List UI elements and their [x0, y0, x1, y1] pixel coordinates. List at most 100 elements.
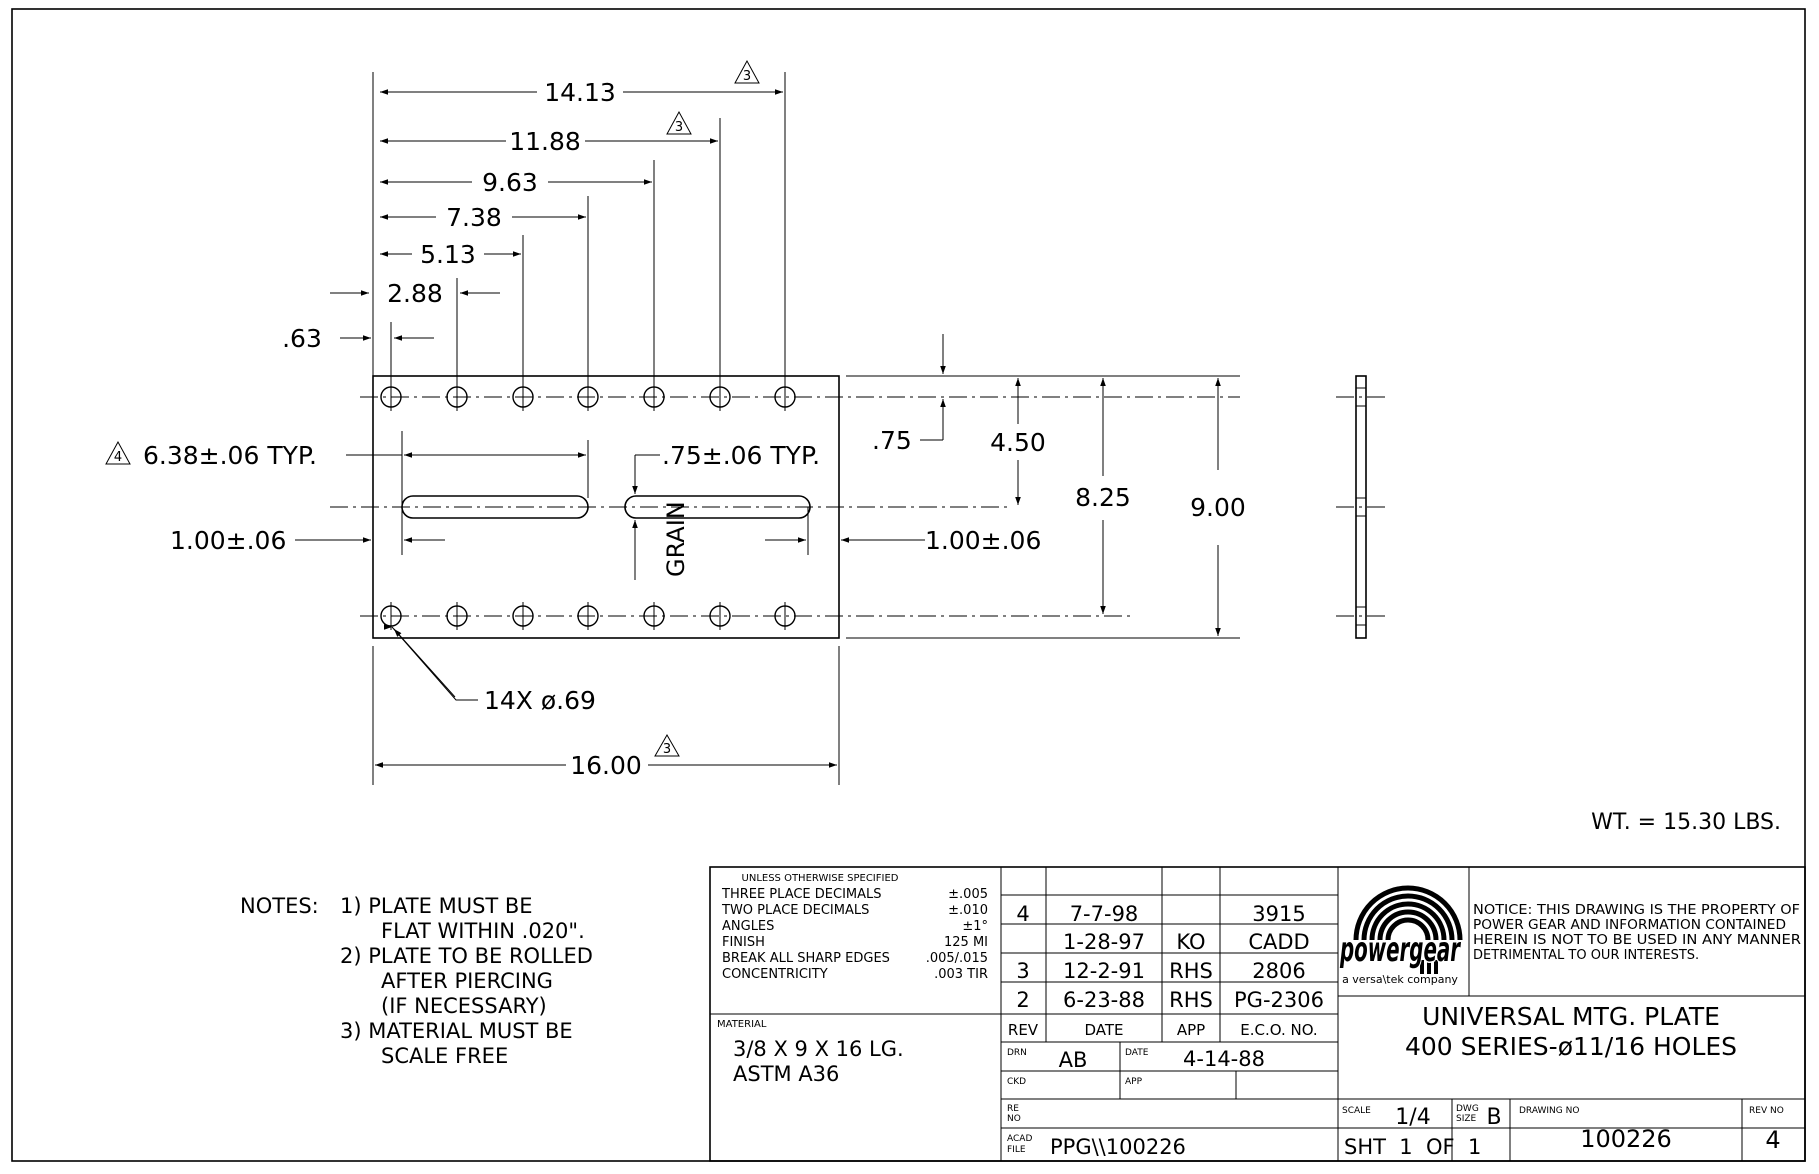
- drawing-no-value: 100226: [1580, 1125, 1672, 1153]
- company-block: powergear a versa\tek company NOTICE: TH…: [1338, 885, 1801, 986]
- rev-header-date: DATE: [1084, 1021, 1123, 1039]
- rev-marker-3-a: 3: [743, 69, 751, 84]
- dim-slot-width: .75±.06 TYP.: [662, 441, 820, 470]
- tol-value-3: 125 MI: [944, 935, 988, 950]
- title-line-1: UNIVERSAL MTG. PLATE: [1422, 1002, 1720, 1031]
- tol-label-4: BREAK ALL SHARP EDGES: [722, 951, 890, 966]
- rev-header-eco: E.C.O. NO.: [1240, 1021, 1317, 1039]
- rev-row-3-date: 6-23-88: [1063, 988, 1145, 1012]
- sheet-border: [11, 8, 1806, 1162]
- material-label: MATERIAL: [717, 1019, 767, 1030]
- material-spec: ASTM A36: [733, 1062, 839, 1086]
- signoff-block: DRN AB DATE 4-14-88 CKD APP RE NO ACAD F…: [1007, 1047, 1265, 1159]
- extension-lines: [372, 72, 1240, 785]
- acad-label-2: FILE: [1007, 1145, 1026, 1155]
- dwg-size-label-2: SIZE: [1456, 1114, 1477, 1124]
- dim-14-13: 14.13: [544, 78, 616, 107]
- rev-marker-3-c: 3: [663, 742, 671, 757]
- rev-row-0-rev: 4: [1016, 902, 1029, 926]
- reno-label-1: RE: [1007, 1104, 1019, 1114]
- slot-right: [624, 495, 811, 519]
- drn-value: AB: [1059, 1048, 1088, 1072]
- drn-label: DRN: [1007, 1048, 1027, 1058]
- dimension-labels: 14.13 11.88 9.63 7.38 5.13 2.88 .63 6.38…: [143, 78, 1781, 835]
- sheet-label: SHT 1 OF 1: [1344, 1135, 1481, 1159]
- dim-2-88: 2.88: [387, 279, 443, 308]
- dim-11-88: 11.88: [509, 127, 581, 156]
- tolerance-block: UNLESS OTHERWISE SPECIFIED THREE PLACE D…: [721, 873, 988, 982]
- note-line-3: 2) PLATE TO BE ROLLED: [340, 944, 593, 968]
- dim-9-63: 9.63: [482, 168, 538, 197]
- dim-hole-span: 8.25: [1075, 483, 1131, 512]
- rev-row-2-eco: 2806: [1252, 959, 1305, 983]
- title-line-2: 400 SERIES-ø11/16 HOLES: [1405, 1032, 1737, 1061]
- notice-line-3: HEREIN IS NOT TO BE USED IN ANY MANNER: [1473, 933, 1801, 948]
- dim-length: 16.00: [570, 751, 642, 780]
- dwg-size-value: B: [1486, 1105, 1501, 1130]
- app-label: APP: [1125, 1077, 1143, 1087]
- tol-label-3: FINISH: [722, 935, 765, 950]
- rev-row-0-date: 7-7-98: [1070, 902, 1139, 926]
- note-line-6: 3) MATERIAL MUST BE: [340, 1019, 573, 1043]
- reno-label-2: NO: [1007, 1114, 1021, 1124]
- drawing-no-label: DRAWING NO: [1519, 1106, 1579, 1116]
- rev-row-2-date: 12-2-91: [1063, 959, 1145, 983]
- note-line-7: SCALE FREE: [381, 1044, 508, 1068]
- plate-side-view: [1336, 375, 1390, 639]
- dim-slot-length: 6.38±.06 TYP.: [143, 441, 317, 470]
- title-block: [709, 866, 1806, 1162]
- acad-label-1: ACAD: [1007, 1134, 1032, 1144]
- tol-value-2: ±1°: [962, 919, 988, 934]
- tol-value-4: .005/.015: [926, 951, 988, 966]
- notice-line-4: DETRIMENTAL TO OUR INTERESTS.: [1473, 948, 1699, 963]
- rev-row-3-eco: PG-2306: [1234, 988, 1324, 1012]
- logo-text: powergear: [1339, 930, 1461, 970]
- rev-row-2-rev: 3: [1016, 959, 1029, 983]
- rev-row-1-eco: CADD: [1248, 930, 1309, 954]
- tol-label-1: TWO PLACE DECIMALS: [721, 903, 869, 918]
- rev-row-3-rev: 2: [1016, 988, 1029, 1012]
- dim-edge-right: 1.00±.06: [925, 526, 1041, 555]
- scale-value: 1/4: [1395, 1105, 1430, 1130]
- notice-line-1: NOTICE: THIS DRAWING IS THE PROPERTY OF: [1473, 903, 1800, 918]
- rev-marker-3-b: 3: [675, 120, 683, 135]
- dim-holes: 14X ø.69: [484, 686, 596, 715]
- ckd-label: CKD: [1007, 1077, 1026, 1087]
- dim-half-height: 4.50: [990, 428, 1046, 457]
- date-label: DATE: [1125, 1048, 1149, 1058]
- dim-7-38: 7.38: [446, 203, 502, 232]
- note-line-1: 1) PLATE MUST BE: [340, 894, 533, 918]
- rev-row-0-eco: 3915: [1252, 902, 1305, 926]
- rev-marker-4: 4: [114, 450, 122, 465]
- grain-label: GRAIN: [662, 501, 690, 577]
- tol-label-0: THREE PLACE DECIMALS: [721, 887, 882, 902]
- dim-0-63: .63: [282, 324, 322, 353]
- tol-label-5: CONCENTRICITY: [722, 967, 828, 982]
- rev-row-1-app: KO: [1176, 930, 1205, 954]
- notice-line-2: POWER GEAR AND INFORMATION CONTAINED: [1473, 918, 1786, 933]
- tolerance-header: UNLESS OTHERWISE SPECIFIED: [742, 873, 899, 884]
- tol-value-0: ±.005: [948, 887, 988, 902]
- plate-front-view: [330, 375, 1240, 639]
- powergear-logo-icon: [1353, 885, 1463, 974]
- acad-file-value: PPG\\100226: [1050, 1135, 1186, 1159]
- note-line-5: (IF NECESSARY): [381, 994, 547, 1018]
- tol-value-5: .003 TIR: [934, 967, 988, 982]
- rev-no-value: 4: [1765, 1126, 1780, 1154]
- dwg-size-label-1: DWG: [1456, 1104, 1479, 1114]
- dim-edge-left: 1.00±.06: [170, 526, 286, 555]
- note-line-2: FLAT WITHIN .020".: [381, 919, 585, 943]
- material-size: 3/8 X 9 X 16 LG.: [733, 1037, 904, 1061]
- rev-header-app: APP: [1177, 1021, 1205, 1039]
- tol-value-1: ±.010: [948, 903, 988, 918]
- weight-label: WT. = 15.30 LBS.: [1591, 810, 1781, 835]
- dim-height: 9.00: [1190, 493, 1246, 522]
- material-block: MATERIAL 3/8 X 9 X 16 LG. ASTM A36: [717, 1019, 904, 1086]
- date-value: 4-14-88: [1183, 1047, 1265, 1071]
- leader-details: [393, 439, 943, 698]
- scale-label: SCALE: [1342, 1106, 1371, 1116]
- title-area: UNIVERSAL MTG. PLATE 400 SERIES-ø11/16 H…: [1342, 1002, 1784, 1159]
- top-dimension-arrows: [295, 89, 1221, 768]
- notes-label: NOTES:: [240, 894, 319, 918]
